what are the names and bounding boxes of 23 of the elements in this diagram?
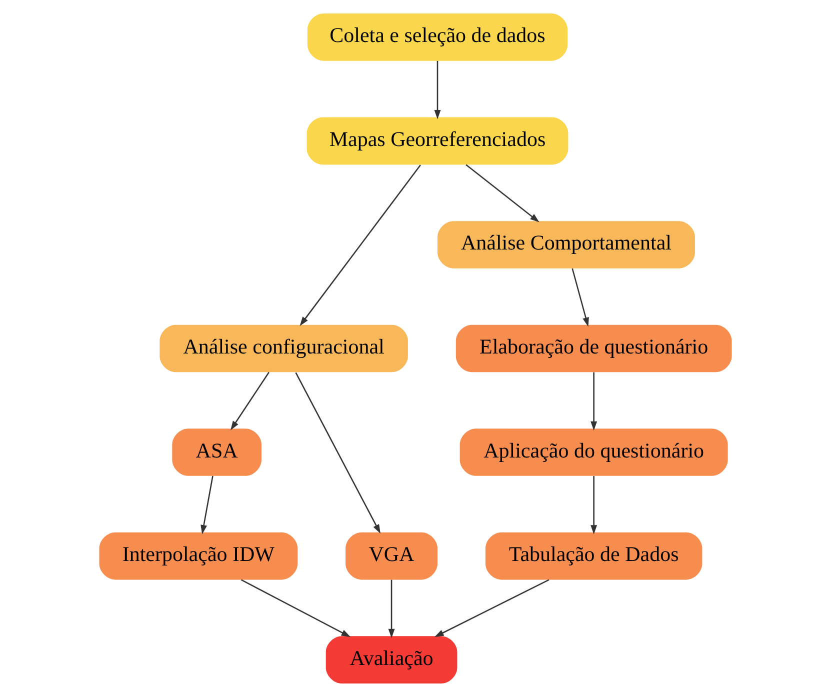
arrow — [230, 372, 269, 430]
node-box: Coleta e seleção de dados — [306, 14, 568, 61]
arrow — [240, 579, 350, 638]
node-box: ASA — [172, 428, 261, 476]
node-box: Interpolação IDW — [98, 532, 298, 580]
node-box: Tabulação de Dados — [484, 532, 702, 580]
node-box: Análise Comportamental — [437, 221, 694, 268]
arrow — [465, 164, 539, 222]
node-box: VGA — [345, 532, 437, 580]
arrow — [388, 580, 394, 638]
arrow — [294, 372, 380, 534]
arrow — [434, 579, 549, 638]
node-box: Aplicação do questionário — [459, 428, 728, 476]
arrow — [590, 372, 597, 431]
node-box: Análise configuracional — [159, 324, 408, 372]
node-box: Elaboração de questionário — [455, 324, 732, 372]
arrow — [434, 60, 440, 120]
arrow — [590, 476, 597, 534]
arrow — [571, 268, 588, 327]
arrow — [200, 476, 213, 534]
node-box: Avaliação — [325, 636, 457, 684]
arrow — [299, 164, 420, 326]
node-box: Mapas Georreferenciados — [306, 117, 568, 165]
